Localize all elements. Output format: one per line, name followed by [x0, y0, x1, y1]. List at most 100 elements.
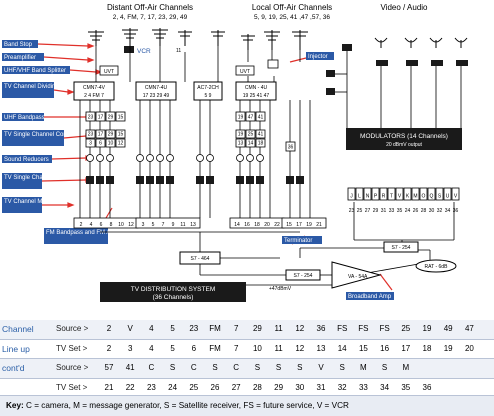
- modulator-channel-number: 27: [365, 208, 371, 214]
- bandpass-box: [115, 111, 126, 122]
- mixing-channel-label: 3: [142, 222, 145, 228]
- antenna-11-label: 11: [176, 48, 181, 54]
- lineup-cell: FS: [358, 324, 369, 333]
- label-splitter: UHF/VHF Band Splitter: [4, 68, 66, 74]
- lineup-cell: 25: [401, 324, 411, 333]
- mixing-channel-label: 15: [286, 222, 292, 228]
- headend-diagram: Distant Off-Air Channels 2, 4, FM, 7, 17…: [2, 3, 468, 302]
- modulators-output: 20 dBmV output: [386, 142, 422, 148]
- uvt-left-label: UVT: [104, 69, 114, 75]
- antenna-icon-group-left: [88, 28, 225, 46]
- rat-label: RAT - 6dB: [425, 264, 449, 270]
- mixing-channel-label: 14: [234, 222, 240, 228]
- label-broadband: Broadband Amp: [348, 294, 392, 300]
- modulator-letter-label: R: [382, 194, 386, 200]
- cmn2-label: CMN7-4U: [145, 85, 168, 91]
- modulator-letter-box: [387, 187, 396, 201]
- broadband-amp-icon: [331, 261, 382, 289]
- modulator-letter-label: T: [390, 194, 393, 200]
- distribution-system-box: [100, 282, 246, 302]
- lineup-cell: 14: [337, 343, 347, 353]
- converter-label: 23: [88, 132, 94, 138]
- vcr-icon: [124, 46, 134, 53]
- bandpass-box: [235, 111, 246, 122]
- modulator-channel-number: 31: [381, 208, 387, 214]
- modulator-channel-number: 34: [445, 208, 451, 214]
- lineup-cell: 17: [401, 343, 411, 353]
- converter-box: [85, 138, 96, 148]
- converter-box: [115, 129, 126, 139]
- lineup-cell: 11: [274, 343, 283, 353]
- row-sub: TV Set >: [56, 343, 88, 353]
- modulator-letter-label: J: [350, 194, 353, 200]
- lineup-cell: S: [169, 363, 176, 372]
- mixing-channel-label: 12: [128, 222, 134, 228]
- key-text: C = camera, M = message generator, S = S…: [26, 401, 349, 410]
- lineup-cell: 4: [149, 343, 154, 353]
- modulator-letter-box: [403, 187, 412, 201]
- lineup-cell: 26: [210, 382, 220, 392]
- converter-label: 10: [108, 141, 114, 147]
- distant-channels: 2, 4, FM, 7, 17, 23, 29, 49: [113, 14, 188, 21]
- bandpass-label: 15: [118, 115, 124, 121]
- modulator-channel-number: 36: [453, 208, 459, 214]
- converter-box: [255, 138, 266, 148]
- left-label-column: Band Stop Preamplifier UHF/VHF Band Spli…: [2, 40, 119, 244]
- lineup-cell: M: [402, 363, 410, 372]
- mixing-channel-label: 21: [316, 222, 322, 228]
- lineup-cell: V: [318, 363, 324, 372]
- key-label: Key:: [6, 401, 24, 410]
- s7-254-bottom-label: S7 - 254: [294, 273, 313, 279]
- s7-254-top: [383, 241, 419, 253]
- s7-254-bottom: [285, 269, 321, 281]
- output-level: +47dBmV: [269, 286, 292, 292]
- antenna-icon-group-right: [241, 30, 308, 50]
- mixing-channel-label: 4: [90, 222, 93, 228]
- key-line: Key: C = camera, M = message generator, …: [6, 396, 349, 416]
- uvt-splitter-right: [235, 65, 255, 76]
- lineup-cell: 5: [170, 343, 175, 353]
- converter-label: 19: [238, 132, 244, 138]
- lineup-cell: 35: [401, 382, 411, 392]
- modulator-letter-box: [451, 187, 460, 201]
- sound-reducers: [86, 154, 264, 162]
- lineup-cell: 7: [233, 343, 239, 353]
- lineup-cell: 7: [233, 324, 239, 333]
- lineup-cell: 2: [106, 343, 112, 353]
- lineup-cell: 22: [125, 382, 135, 392]
- mixing-channel-label: 8: [110, 222, 113, 228]
- modulator-letter-label: P: [374, 194, 378, 200]
- mixing-channel-label: 9: [172, 222, 175, 228]
- converter-label: 3: [89, 141, 92, 147]
- lineup-cell: 19: [443, 343, 453, 353]
- modulator-letter-box: [419, 187, 428, 201]
- converter-box: [235, 129, 246, 139]
- modulator-letter-box: [371, 187, 380, 201]
- lineup-cell: 33: [358, 382, 368, 392]
- lineup-cell: 3: [127, 343, 133, 353]
- distant-title: Distant Off-Air Channels: [107, 3, 193, 12]
- cmn-4u-box: [235, 81, 277, 101]
- bandpass-box: [245, 111, 256, 122]
- lineup-cell: 16: [380, 343, 390, 353]
- bandpass-box: [95, 111, 106, 122]
- modulator-letter-label: O: [422, 194, 426, 200]
- lineup-cell: 12: [295, 324, 305, 333]
- converter-box: [115, 138, 126, 148]
- channel-amps: [86, 176, 304, 184]
- mixing-channel-label: 18: [254, 222, 260, 228]
- callout-labels: Injector Terminator Broadband Amp: [282, 52, 394, 300]
- bandpass-label: 29: [108, 115, 114, 121]
- lineup-cell: 36: [316, 324, 326, 333]
- lineup-cell: 5: [170, 324, 175, 333]
- camera-icon-group: [326, 44, 352, 95]
- modulator-channel-number: 33: [389, 208, 395, 214]
- lineup-cell: 11: [274, 324, 283, 333]
- satellite-dish-icon-group: [374, 37, 468, 48]
